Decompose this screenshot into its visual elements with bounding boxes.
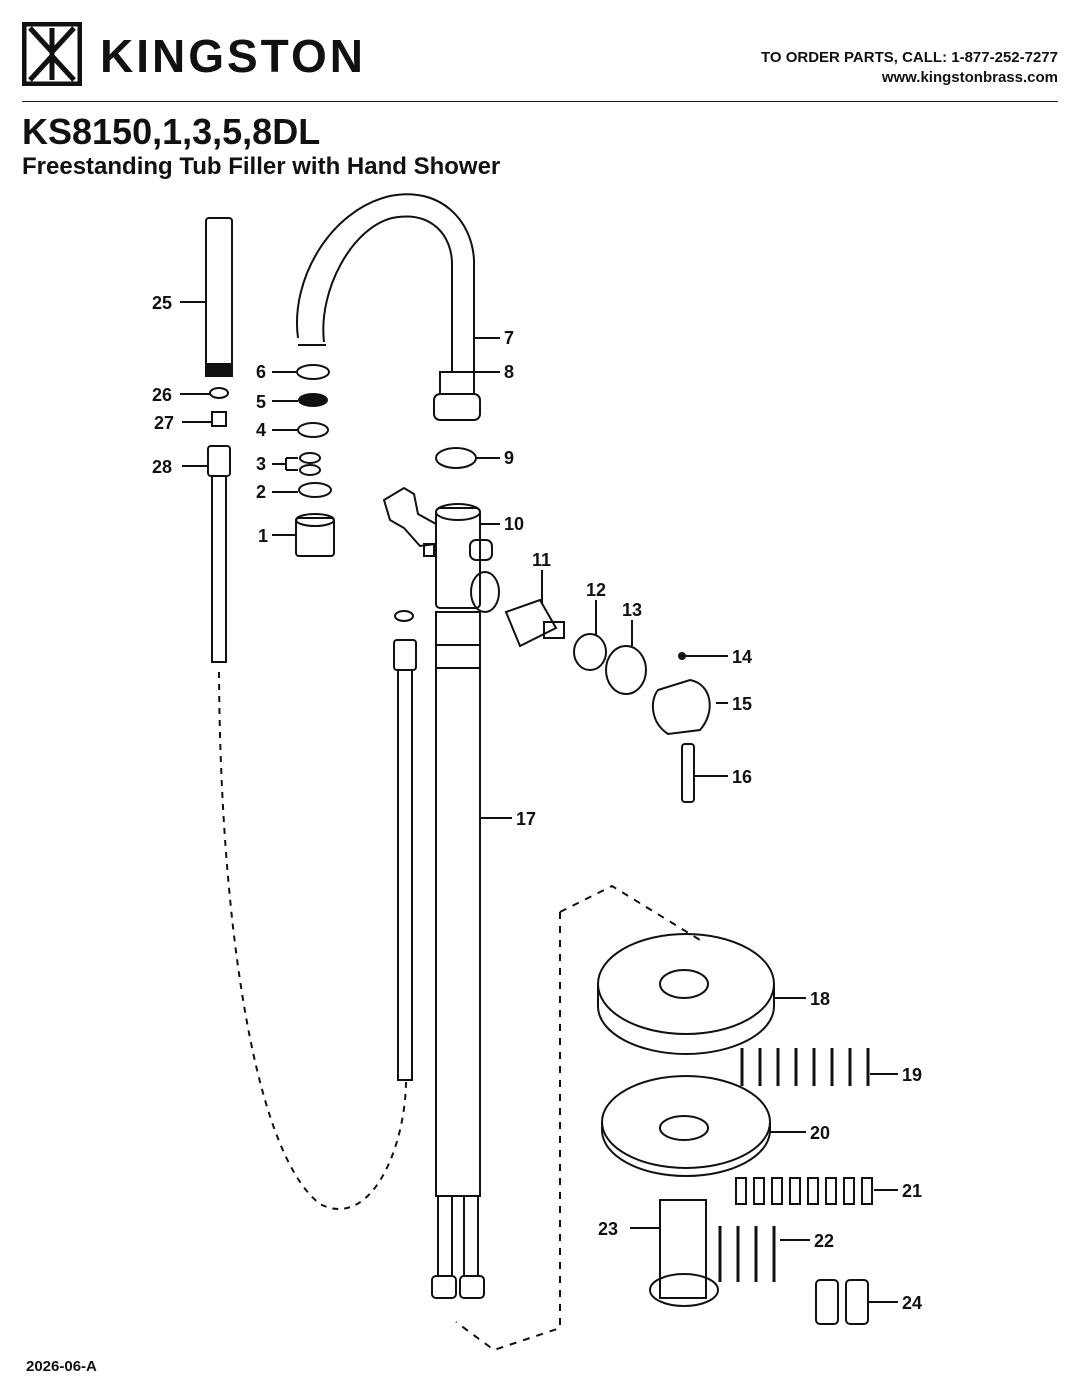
aerator-insert [298,482,332,498]
hand-shower-holder [382,486,437,548]
kingston-logo-icon [22,22,82,86]
aerator-ring [297,422,329,438]
callout-20: 20 [810,1123,830,1143]
cartridge [504,598,558,648]
brand-name: KINGSTON [100,30,366,82]
callout-15: 15 [732,694,752,714]
mounting-plate-edge [601,1122,771,1178]
floor-escutcheon-top [597,933,775,1035]
callout-10: 10 [504,514,524,534]
riser-tube [435,611,481,1197]
bolts-row [718,1226,776,1282]
set-screw [678,652,686,660]
callout-1: 1 [258,526,268,546]
hose-connector [207,445,231,477]
header-divider [22,101,1058,102]
callout-8: 8 [504,362,514,382]
callout-24: 24 [902,1293,922,1313]
order-phone: TO ORDER PARTS, CALL: 1-877-252-7277 [760,49,1058,66]
mounting-plate [601,1075,771,1169]
hand-shower-tip [205,363,233,377]
website-link[interactable]: www.kingstonbrass.com [881,69,1058,86]
coupling-right [845,1279,869,1325]
document-code: 2026-06-A [26,1358,97,1375]
contact-info: TO ORDER PARTS, CALL: 1-877-252-7277 www… [761,48,1058,88]
callout-27: 27 [154,413,174,433]
callout-25: 25 [152,293,172,313]
callout-9: 9 [504,448,514,468]
mounting-plate-hub [659,1115,709,1141]
holder-connector [423,543,435,557]
escutcheon-hole [659,969,709,999]
callout-13: 13 [622,600,642,620]
aerator-screen-b [299,464,321,476]
callout-5: 5 [256,392,266,412]
hand-shower [205,217,233,367]
callout-16: 16 [732,767,752,787]
valve-body-top [435,503,481,521]
callout-6: 6 [256,362,266,382]
callout-23: 23 [598,1219,618,1239]
o-ring [435,447,477,469]
callout-28: 28 [152,457,172,477]
valve-stub [469,539,493,561]
callout-7: 7 [504,328,514,348]
product-title: Freestanding Tub Filler with Hand Shower [22,153,501,180]
handle-lever [681,743,695,803]
hose-nut-left [431,1275,457,1299]
floor-escutcheon-side [597,984,775,1056]
supply-hose-left [437,1195,453,1277]
spout [296,193,475,372]
riser-base-tube [659,1199,707,1299]
callout-14: 14 [732,647,752,667]
callout-21: 21 [902,1181,922,1201]
callout-22: 22 [814,1231,834,1251]
callout-11: 11 [532,550,551,570]
model-number: KS8150,1,3,5,8DL [22,111,321,152]
aerator-washer [296,364,330,380]
callout-2: 2 [256,482,266,502]
callout-12: 12 [586,580,606,600]
hose-nut-right [459,1275,485,1299]
callout-4: 4 [256,420,266,440]
shower-washer [209,387,229,399]
valve-body [435,507,481,609]
screws-row [740,1048,870,1086]
leader-lines [180,301,898,1303]
second-hose-nut [393,639,417,671]
valve-side-port [470,571,500,613]
cartridge-stem [543,621,565,639]
second-hose [397,669,413,1081]
callout-labels: 1 2 3 4 5 6 7 8 9 10 11 12 13 14 15 16 1… [152,293,922,1313]
spout-nut [439,371,475,395]
shower-hose [211,475,227,663]
second-hose-washer [394,610,414,622]
bonnet-nut [573,633,607,671]
supply-hose-right [463,1195,479,1277]
callout-3: 3 [256,454,266,474]
anchors-row [735,1177,873,1205]
callout-26: 26 [152,385,172,405]
shower-adapter [211,411,227,427]
escutcheon-ring [605,645,647,695]
coupling-left [815,1279,839,1325]
aerator-housing-rim [295,513,335,527]
callout-18: 18 [810,989,830,1009]
aerator-screen-a [299,452,321,464]
spout-collar [433,393,481,421]
callout-19: 19 [902,1065,922,1085]
riser-base-flange [649,1273,719,1307]
aerator-seal [298,393,328,407]
hose-loop-dashed [218,671,407,1211]
floor-mount-outline [455,884,701,1352]
callout-17: 17 [516,809,536,829]
aerator-housing [295,517,335,557]
handle [651,678,711,736]
